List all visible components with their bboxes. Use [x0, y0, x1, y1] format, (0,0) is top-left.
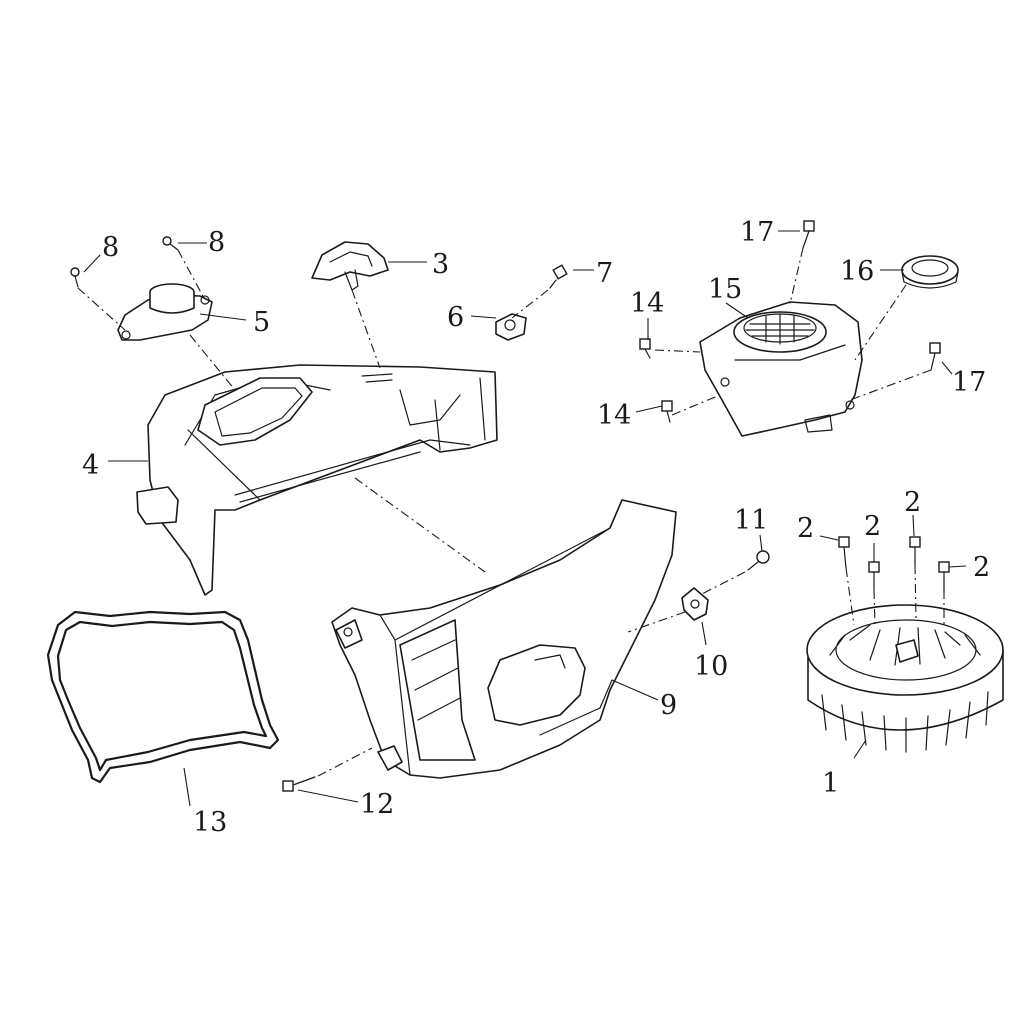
callout-labels: 8 8 3 7 6 5 4 14 14 15 17 16 17 11 10 9 …: [82, 217, 990, 838]
callout-13: 13: [193, 807, 227, 838]
callout-7: 7: [596, 258, 613, 289]
callout-8-right: 8: [208, 227, 225, 258]
callout-3: 3: [432, 249, 449, 280]
callout-17-top: 17: [740, 217, 774, 248]
callout-2-b: 2: [864, 511, 881, 542]
bolt-part-17-right: [929, 342, 941, 371]
bolt-part-2-b: [868, 561, 880, 591]
callout-6: 6: [447, 302, 464, 333]
callout-2-c: 2: [904, 487, 921, 518]
callout-14-bottom: 14: [597, 400, 631, 431]
bolt-part-14-bottom: [661, 400, 673, 423]
speed-nut-part-10: [681, 587, 709, 621]
clip-part-3: [311, 241, 389, 291]
bolt-part-2-a: [838, 536, 850, 569]
gasket-part-13: [46, 610, 280, 784]
flywheel-fan-part-1: [806, 604, 1004, 753]
bolt-part-7: [549, 264, 568, 289]
leader-lines: [83, 230, 967, 807]
callout-11: 11: [734, 505, 768, 536]
callout-2-d: 2: [973, 552, 990, 583]
bolt-part-12: [282, 776, 316, 792]
callout-2-a: 2: [797, 513, 814, 544]
callout-15: 15: [708, 274, 742, 305]
speed-nut-part-6: [495, 313, 527, 341]
callout-4: 4: [82, 450, 99, 481]
bolt-part-14-top: [639, 338, 651, 359]
callout-5: 5: [253, 307, 270, 338]
bolt-part-8-left: [70, 267, 80, 288]
assembly-lines: [77, 247, 945, 777]
upper-shroud-part-4: [136, 364, 498, 596]
bolt-part-17-top: [802, 220, 815, 249]
callout-12: 12: [360, 789, 394, 820]
callout-16: 16: [840, 256, 874, 287]
callout-1: 1: [822, 768, 839, 799]
grommet-part-16: [901, 255, 959, 289]
bolt-part-11: [747, 550, 770, 571]
cover-plate-part-5: [117, 283, 213, 341]
fan-cover-part-15: [699, 301, 863, 437]
bolt-part-8-right: [162, 236, 179, 251]
bolt-part-2-d: [938, 561, 950, 591]
callout-17-right: 17: [952, 367, 986, 398]
callout-8-left: 8: [102, 232, 119, 263]
callout-14-top: 14: [630, 288, 664, 319]
callout-10: 10: [694, 651, 728, 682]
callout-9: 9: [660, 690, 677, 721]
bolt-part-2-c: [909, 536, 921, 566]
lower-shroud-part-9: [331, 499, 677, 779]
